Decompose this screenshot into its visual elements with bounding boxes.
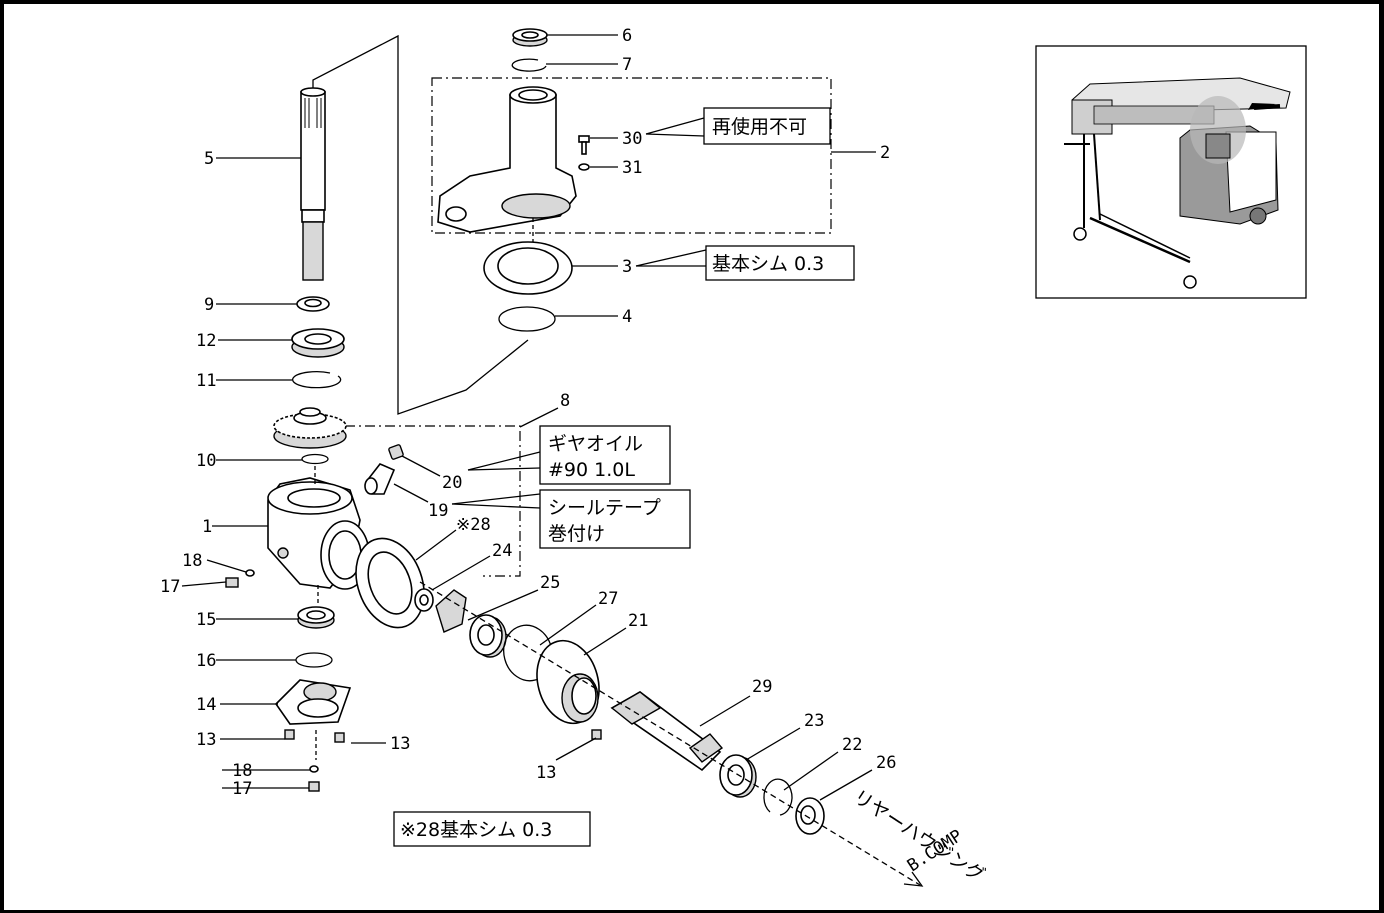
note-box-gear-oil: [539, 425, 671, 485]
shaft-route-line: [312, 34, 529, 415]
assembly-8-boundary: [325, 425, 521, 577]
elbow-fitting-19: [364, 463, 396, 495]
bolt-13-left: [284, 729, 295, 740]
breather-plug-20: [388, 444, 404, 460]
oil-seal-24: [414, 588, 434, 612]
part-number-16: 16: [196, 651, 216, 671]
o-ring-16: [295, 652, 333, 668]
collar-26: [795, 797, 825, 835]
part-number-23: 23: [804, 711, 824, 731]
machine-location-photo-icon: [1064, 77, 1291, 289]
part-number-27: 27: [598, 589, 618, 609]
gear-housing-1: [267, 477, 370, 590]
part-number-12: 12: [196, 331, 216, 351]
part-number-9: 9: [204, 295, 214, 315]
bevel-gear: [273, 407, 347, 449]
snap-ring-22: [763, 778, 793, 816]
bearing-23: [719, 754, 757, 798]
part-number-5: 5: [204, 149, 214, 169]
note-no-reuse: 再使用不可: [712, 116, 807, 138]
snap-ring-7: [511, 58, 547, 72]
note-gear-oil-line1: ギヤオイル: [548, 433, 643, 455]
part-number-13-right: 13: [390, 734, 410, 754]
bolt-17-upper: [225, 577, 239, 588]
part-number-13-flange: 13: [536, 763, 556, 783]
part-number-13-left: 13: [196, 730, 216, 750]
part-number-1: 1: [202, 517, 212, 537]
direction-arrow: [903, 871, 924, 887]
bolt-13-right: [334, 732, 345, 743]
part-number-17-upper: 17: [160, 577, 180, 597]
note-basic-shim: 基本シム 0.3: [712, 253, 824, 275]
part-number-21: 21: [628, 611, 648, 631]
note-seal-tape-line1: シールテープ: [548, 497, 661, 519]
o-ring-4: [498, 306, 556, 332]
bearing-25: [469, 614, 507, 658]
axis-line: [419, 581, 921, 886]
washer-18-upper: [245, 569, 255, 577]
part-number-22: 22: [842, 735, 862, 755]
part-number-18-lower: 18: [232, 761, 252, 781]
note-box-shim-28: [393, 811, 591, 847]
bearing-15: [297, 606, 335, 629]
note-box-seal-tape: [539, 489, 691, 549]
part-number-4: 4: [622, 307, 632, 327]
part-number-3: 3: [622, 257, 632, 277]
part-number-2: 2: [880, 143, 890, 163]
note-shim-28: ※28基本シム 0.3: [400, 819, 552, 841]
note-gear-oil-line2: #90 1.0L: [548, 459, 635, 481]
part-number-25: 25: [540, 573, 560, 593]
part-number-31: 31: [622, 158, 642, 178]
seal-6: [512, 28, 548, 47]
part-number-6: 6: [622, 26, 632, 46]
shaft-29: [610, 691, 724, 772]
snap-ring-11: [292, 371, 342, 389]
part-number-11: 11: [196, 371, 216, 391]
bearing-12: [291, 328, 345, 358]
location-inset: [1035, 45, 1307, 299]
pinion-gear: [435, 589, 467, 633]
part-number-20: 20: [442, 473, 462, 493]
note-box-no-reuse: [703, 107, 831, 145]
part-number-15: 15: [196, 610, 216, 630]
cover-14: [274, 679, 352, 725]
shim-3: [483, 241, 573, 295]
highlight-circle: [1190, 96, 1246, 164]
part-number-30: 30: [622, 129, 642, 149]
part-number-18-upper: 18: [182, 551, 202, 571]
part-number-14: 14: [196, 695, 216, 715]
bolt-13-flange: [591, 729, 602, 740]
note-box-basic-shim: [705, 245, 855, 281]
snap-ring-10: [301, 453, 329, 465]
part-number-8: 8: [560, 391, 570, 411]
shim-gasket-28: [355, 537, 425, 629]
shaft-5: [300, 87, 326, 281]
part-number-26: 26: [876, 753, 896, 773]
washer-9: [296, 296, 330, 312]
bolt-17-lower: [308, 781, 320, 792]
bolt-30: [578, 135, 590, 155]
part-number-10: 10: [196, 451, 216, 471]
part-number-17-lower: 17: [232, 779, 252, 799]
washer-31: [578, 163, 590, 171]
part-number-7: 7: [622, 55, 632, 75]
leader-lines: [181, 34, 876, 801]
part-number-28: ※28: [456, 515, 491, 535]
note-seal-tape-line2: 巻付け: [548, 523, 605, 545]
part-number-29: 29: [752, 677, 772, 697]
part-number-19: 19: [428, 501, 448, 521]
washer-18-lower: [309, 765, 319, 773]
flange-21: [536, 639, 600, 725]
case-2: [437, 86, 577, 233]
part-number-24: 24: [492, 541, 512, 561]
